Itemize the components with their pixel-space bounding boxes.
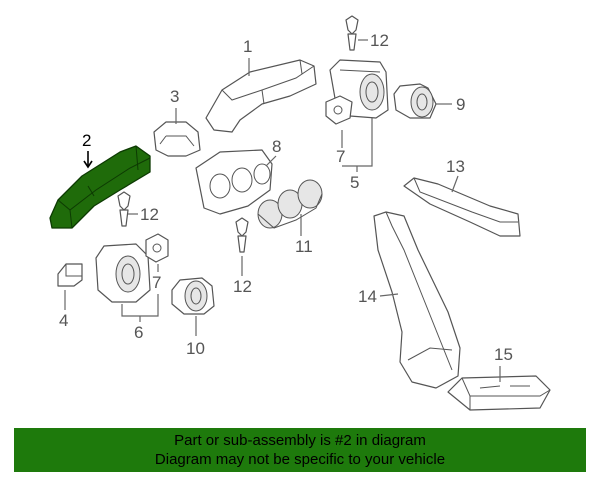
part-8-vent-frame[interactable] — [195, 149, 273, 215]
parts-diagram: 1 2 3 4 7 5 12 — [49, 15, 551, 411]
callout-12-middle: 12 — [233, 277, 252, 296]
part-12-fastener-left[interactable] — [117, 191, 131, 227]
callout-8: 8 — [272, 137, 281, 156]
callout-12-left: 12 — [140, 205, 159, 224]
callout-13: 13 — [446, 157, 465, 176]
part-13-duct[interactable] — [403, 177, 521, 237]
part-3-elbow[interactable] — [153, 121, 201, 157]
callout-5: 5 — [350, 173, 359, 192]
callout-7-lower: 7 — [152, 273, 161, 292]
callout-11: 11 — [295, 237, 313, 256]
part-9-round-vent[interactable] — [393, 83, 437, 119]
part-2-duct-highlighted[interactable] — [49, 145, 151, 229]
part-7-clip-upper[interactable] — [325, 95, 353, 125]
part-15-vent-plate[interactable] — [447, 375, 551, 411]
callout-15: 15 — [494, 345, 513, 364]
callout-3: 3 — [170, 87, 179, 106]
part-14-duct[interactable] — [373, 211, 461, 389]
callout-14: 14 — [358, 287, 377, 306]
caption-banner: Part or sub-assembly is #2 in diagram Di… — [14, 428, 586, 472]
part-4-clip[interactable] — [57, 263, 83, 287]
callout-6: 6 — [134, 323, 143, 342]
part-6-vent-housing[interactable] — [95, 243, 151, 303]
callout-1: 1 — [243, 37, 252, 56]
part-12-fastener-top[interactable] — [345, 15, 359, 51]
callout-12-top: 12 — [370, 31, 389, 50]
part-1-duct[interactable] — [205, 59, 317, 133]
part-10-round-vent[interactable] — [171, 277, 215, 315]
caption-line-2: Diagram may not be specific to your vehi… — [154, 451, 446, 468]
callout-10: 10 — [186, 339, 205, 358]
callout-2: 2 — [82, 131, 91, 150]
part-12-fastener-middle[interactable] — [235, 217, 249, 253]
part-7-clip-lower[interactable] — [145, 233, 169, 263]
callout-7-upper: 7 — [336, 147, 345, 166]
callout-4: 4 — [59, 311, 68, 330]
caption-line-1: Part or sub-assembly is #2 in diagram — [174, 432, 426, 449]
part-11-vent-cylinders[interactable] — [257, 179, 323, 229]
callout-9: 9 — [456, 95, 465, 114]
